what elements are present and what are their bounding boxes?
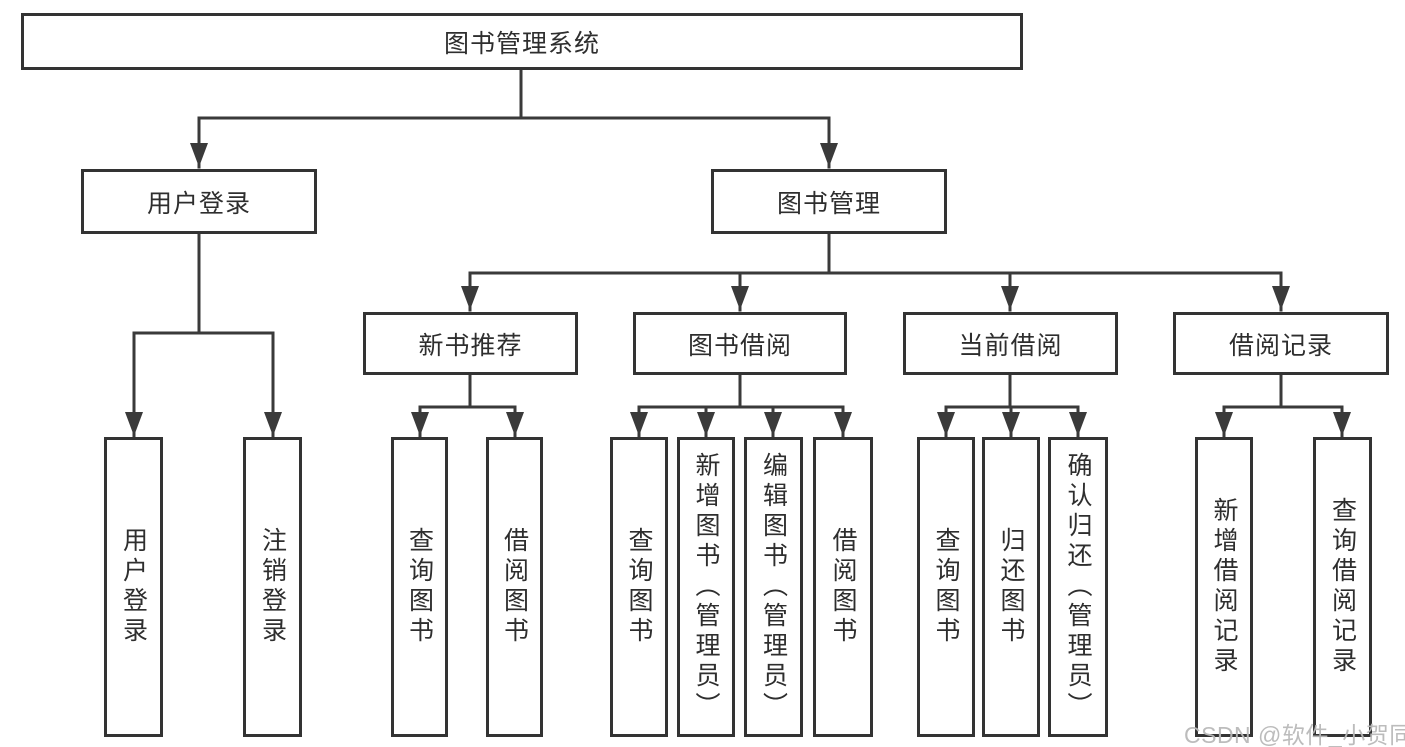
node-current-borrow: 当前借阅 [903,312,1118,375]
leaf-query-books-borrow: 查询图书 [610,437,668,737]
node-library-system: 图书管理系统 [21,13,1023,70]
leaf-add-borrow-record: 新增借阅记录 [1195,437,1253,737]
leaf-query-books-recommend: 查询图书 [391,437,448,737]
leaf-edit-book-admin: 编辑图书（管理员） [744,437,803,737]
node-borrow-records: 借阅记录 [1173,312,1389,375]
leaf-borrow-books: 借阅图书 [813,437,873,737]
leaf-query-borrow-record: 查询借阅记录 [1313,437,1372,737]
node-book-management: 图书管理 [711,169,947,234]
leaf-borrow-books-recommend: 借阅图书 [486,437,543,737]
node-new-book-recommend: 新书推荐 [363,312,578,375]
leaf-confirm-return-admin: 确认归还（管理员） [1048,437,1108,737]
watermark-text: CSDN @软件_小贺同学 [1184,722,1405,747]
node-book-borrow: 图书借阅 [633,312,847,375]
connector-lines [125,68,1351,438]
leaf-query-books-current: 查询图书 [917,437,975,737]
node-user-login: 用户登录 [81,169,317,234]
leaf-user-login: 用户登录 [104,437,163,737]
leaf-return-book: 归还图书 [982,437,1040,737]
leaf-add-book-admin: 新增图书（管理员） [677,437,735,737]
leaf-logout: 注销登录 [243,437,302,737]
